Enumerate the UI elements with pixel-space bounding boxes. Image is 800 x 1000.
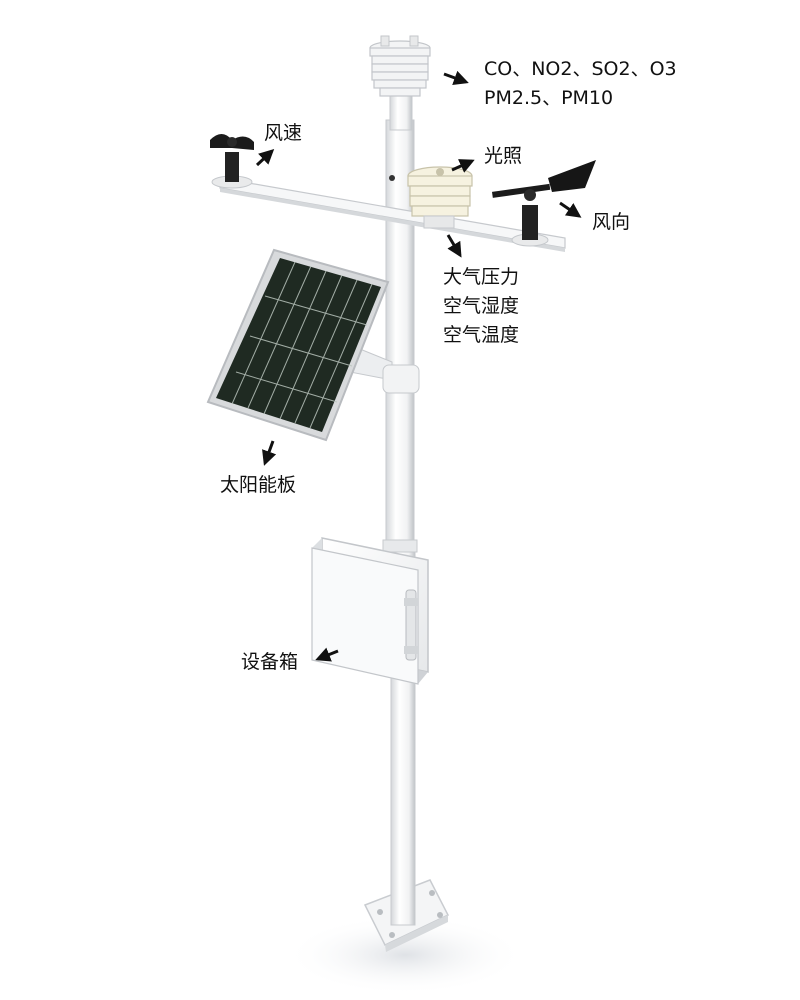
label-wind-speed: 风速 (264, 122, 303, 144)
label-atmosphere-line3: 空气温度 (443, 324, 520, 346)
solar-panel (206, 248, 390, 442)
equipment-box (311, 537, 429, 685)
pole-port (389, 175, 395, 181)
label-wind-direction: 风向 (592, 211, 631, 233)
anemometer (210, 134, 254, 189)
arrow-light (451, 159, 475, 173)
main-pole-upper (385, 119, 415, 551)
pole-collar (382, 539, 418, 553)
label-atmosphere-line2: 空气湿度 (443, 295, 520, 317)
label-solar-panel: 太阳能板 (220, 474, 297, 496)
arrow-atmosphere (446, 234, 462, 258)
ground-shadow (285, 915, 525, 995)
label-air-quality: CO、NO2、SO2、O3 PM2.5、PM10 (484, 55, 677, 113)
arrow-air-quality (443, 70, 469, 85)
arrow-solar-panel (262, 440, 277, 466)
wind-vane (491, 160, 596, 247)
label-atmosphere: 大气压力 空气湿度 空气温度 (443, 263, 519, 350)
arrow-wind-direction (559, 201, 582, 218)
label-equipment-box: 设备箱 (241, 651, 299, 673)
multi-parameter-shutter (407, 166, 473, 229)
arrow-wind-speed (255, 148, 275, 167)
label-atmosphere-line1: 大气压力 (443, 266, 520, 288)
arrow-equipment-box (315, 647, 339, 662)
air-quality-sensor (369, 35, 431, 131)
label-light: 光照 (484, 145, 523, 167)
pointer-arrows (255, 70, 582, 662)
label-air-quality-line2: PM2.5、PM10 (484, 87, 614, 109)
label-air-quality-line1: CO、NO2、SO2、O3 (484, 58, 677, 80)
